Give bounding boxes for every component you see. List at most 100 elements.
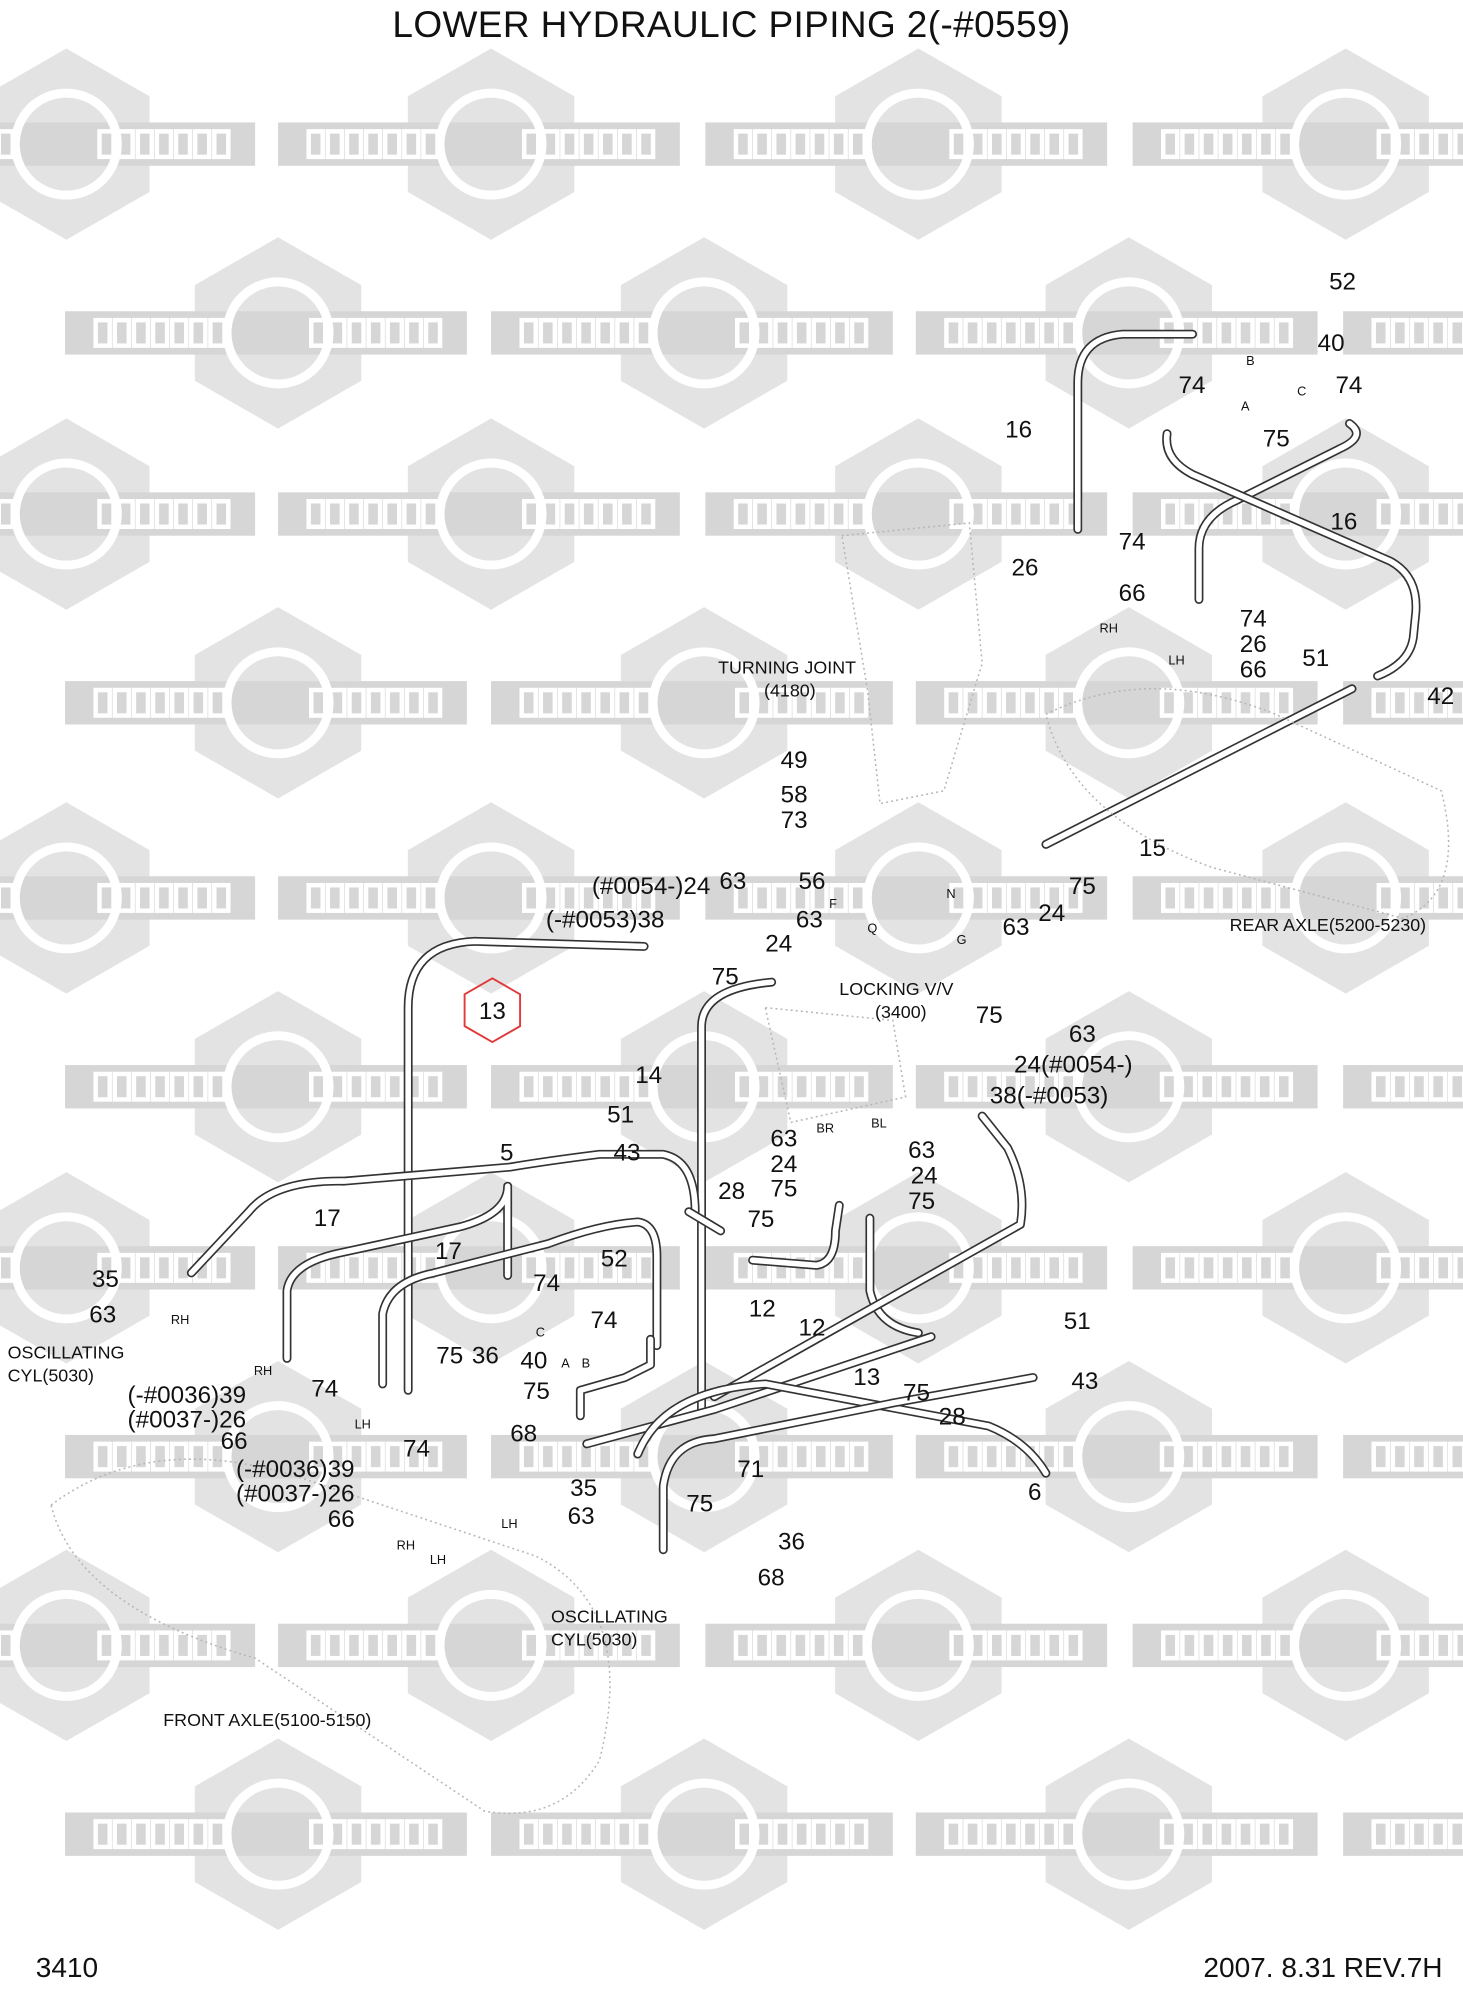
part-callout[interactable]: 51 <box>1063 1308 1091 1336</box>
turning-joint-outline <box>840 522 983 805</box>
part-callout[interactable]: 74 <box>403 1436 431 1463</box>
part-callout[interactable]: 24(#0054-) <box>1014 1052 1133 1080</box>
port-mark: LH <box>1168 654 1185 669</box>
part-callout[interactable]: 16 <box>1330 508 1358 536</box>
watermark-logo <box>1132 802 1463 994</box>
part-callout[interactable]: 26 <box>1011 554 1039 582</box>
part-callout[interactable]: 58 <box>780 781 808 809</box>
part-callout[interactable]: 74 <box>1178 372 1206 400</box>
part-callout[interactable]: 36 <box>471 1343 499 1370</box>
hose-5 <box>186 1149 700 1278</box>
part-callout[interactable]: (#0037-)26 <box>235 1480 355 1508</box>
part-callout[interactable]: 28 <box>938 1404 966 1432</box>
part-callout[interactable]: 75 <box>903 1380 931 1407</box>
part-callout[interactable]: 28 <box>718 1178 746 1206</box>
part-callout[interactable]: (-#0036)39 <box>127 1382 247 1410</box>
part-callout[interactable]: 75 <box>1068 873 1096 901</box>
label-locking-valve: LOCKING V/V <box>839 978 954 999</box>
part-callout[interactable]: 74 <box>1118 529 1146 557</box>
part-callout[interactable]: 74 <box>1335 372 1363 400</box>
part-callout[interactable]: 63 <box>1002 914 1030 942</box>
part-callout[interactable]: 63 <box>908 1137 936 1165</box>
part-callout[interactable]: 63 <box>719 868 747 896</box>
port-mark: F <box>829 897 837 912</box>
part-callout[interactable]: 12 <box>798 1315 826 1342</box>
part-callout[interactable]: 24 <box>910 1163 938 1191</box>
part-callout[interactable]: 75 <box>747 1206 775 1234</box>
watermark-logo <box>915 1738 1318 1930</box>
port-mark: C <box>1297 385 1307 400</box>
part-callout[interactable]: 40 <box>520 1348 548 1375</box>
part-callout[interactable]: (-#0053)38 <box>545 906 665 934</box>
part-callout[interactable]: 26 <box>1239 631 1267 659</box>
part-callout[interactable]: 43 <box>613 1140 641 1168</box>
port-mark: BR <box>816 1122 835 1137</box>
part-callout[interactable]: 24 <box>765 931 793 958</box>
part-callout[interactable]: 35 <box>570 1475 598 1503</box>
part-callout[interactable]: 5 <box>499 1140 514 1168</box>
part-callout[interactable]: 66 <box>1239 656 1267 684</box>
part-callout[interactable]: 66 <box>1118 580 1146 608</box>
part-callout[interactable]: 74 <box>311 1376 339 1404</box>
part-callout[interactable]: 6 <box>1028 1479 1042 1507</box>
part-callout[interactable]: 12 <box>748 1295 776 1323</box>
part-callout[interactable]: 74 <box>1239 605 1267 633</box>
page-title: LOWER HYDRAULIC PIPING 2(-#0559) <box>392 5 1071 46</box>
hose-12-b <box>865 1213 923 1338</box>
part-callout[interactable]: 66 <box>220 1428 248 1456</box>
part-callout[interactable]: 75 <box>975 1002 1003 1030</box>
watermark-logo <box>278 48 680 240</box>
part-callout[interactable]: 75 <box>770 1176 798 1203</box>
part-callout[interactable]: 75 <box>1262 426 1290 453</box>
label-turning-joint-ref: (4180) <box>764 679 816 701</box>
part-callout[interactable]: 68 <box>757 1565 785 1592</box>
part-callout[interactable]: 17 <box>313 1205 341 1233</box>
part-callout[interactable]: 75 <box>522 1378 550 1406</box>
part-callout[interactable]: 75 <box>686 1491 714 1518</box>
watermark-logo <box>915 607 1318 799</box>
hose-14 <box>697 977 777 1414</box>
part-callout[interactable]: 38(-#0053) <box>989 1082 1109 1110</box>
part-callout[interactable]: 63 <box>770 1126 798 1154</box>
part-callout[interactable]: 24 <box>770 1151 798 1179</box>
part-callout[interactable]: 73 <box>780 807 808 835</box>
part-callout[interactable]: 35 <box>91 1266 119 1294</box>
part-callout[interactable]: 52 <box>600 1246 628 1273</box>
part-callout[interactable]: 42 <box>1427 683 1455 711</box>
part-callout[interactable]: 15 <box>1139 835 1166 863</box>
part-callout[interactable]: 40 <box>1317 330 1345 358</box>
part-callout[interactable]: 13 <box>853 1364 881 1392</box>
part-callout[interactable]: 36 <box>778 1529 806 1557</box>
part-callout[interactable]: 75 <box>711 964 739 992</box>
part-callout[interactable]: 51 <box>1302 645 1330 673</box>
port-mark: B <box>581 1357 591 1372</box>
part-callout[interactable]: 14 <box>635 1062 663 1090</box>
part-callout[interactable]: 17 <box>434 1238 462 1266</box>
hose-17-a <box>282 1181 513 1363</box>
part-callout[interactable]: (#0054-)24 <box>591 873 711 901</box>
part-callout[interactable]: 51 <box>607 1102 635 1129</box>
port-mark: C <box>535 1326 545 1341</box>
part-callout[interactable]: (#0037-)26 <box>127 1406 247 1434</box>
part-callout[interactable]: 52 <box>1329 269 1357 296</box>
part-callout[interactable]: 74 <box>533 1270 561 1298</box>
part-callout[interactable]: 74 <box>590 1307 618 1335</box>
port-mark: LH <box>354 1418 371 1433</box>
part-callout[interactable]: 75 <box>436 1343 464 1370</box>
part-callout[interactable]: 24 <box>1038 900 1066 928</box>
part-callout[interactable]: 71 <box>737 1456 765 1484</box>
part-callout[interactable]: 63 <box>89 1302 117 1330</box>
part-callout[interactable]: 56 <box>798 868 826 896</box>
part-callout[interactable]: 63 <box>567 1503 595 1531</box>
part-callout[interactable]: 63 <box>1068 1021 1096 1049</box>
part-callout[interactable]: 49 <box>780 747 808 775</box>
part-callout[interactable]: (-#0036)39 <box>235 1456 355 1484</box>
part-callout[interactable]: 68 <box>510 1420 538 1448</box>
part-callout[interactable]: 66 <box>327 1506 355 1534</box>
label-turning-joint: TURNING JOINT <box>718 656 857 678</box>
part-callout[interactable]: 16 <box>1005 417 1033 444</box>
part-callout[interactable]: 43 <box>1071 1368 1099 1396</box>
part-callout[interactable]: 75 <box>908 1188 936 1216</box>
part-callout[interactable]: 63 <box>795 906 823 934</box>
port-mark: RH <box>1099 622 1118 637</box>
